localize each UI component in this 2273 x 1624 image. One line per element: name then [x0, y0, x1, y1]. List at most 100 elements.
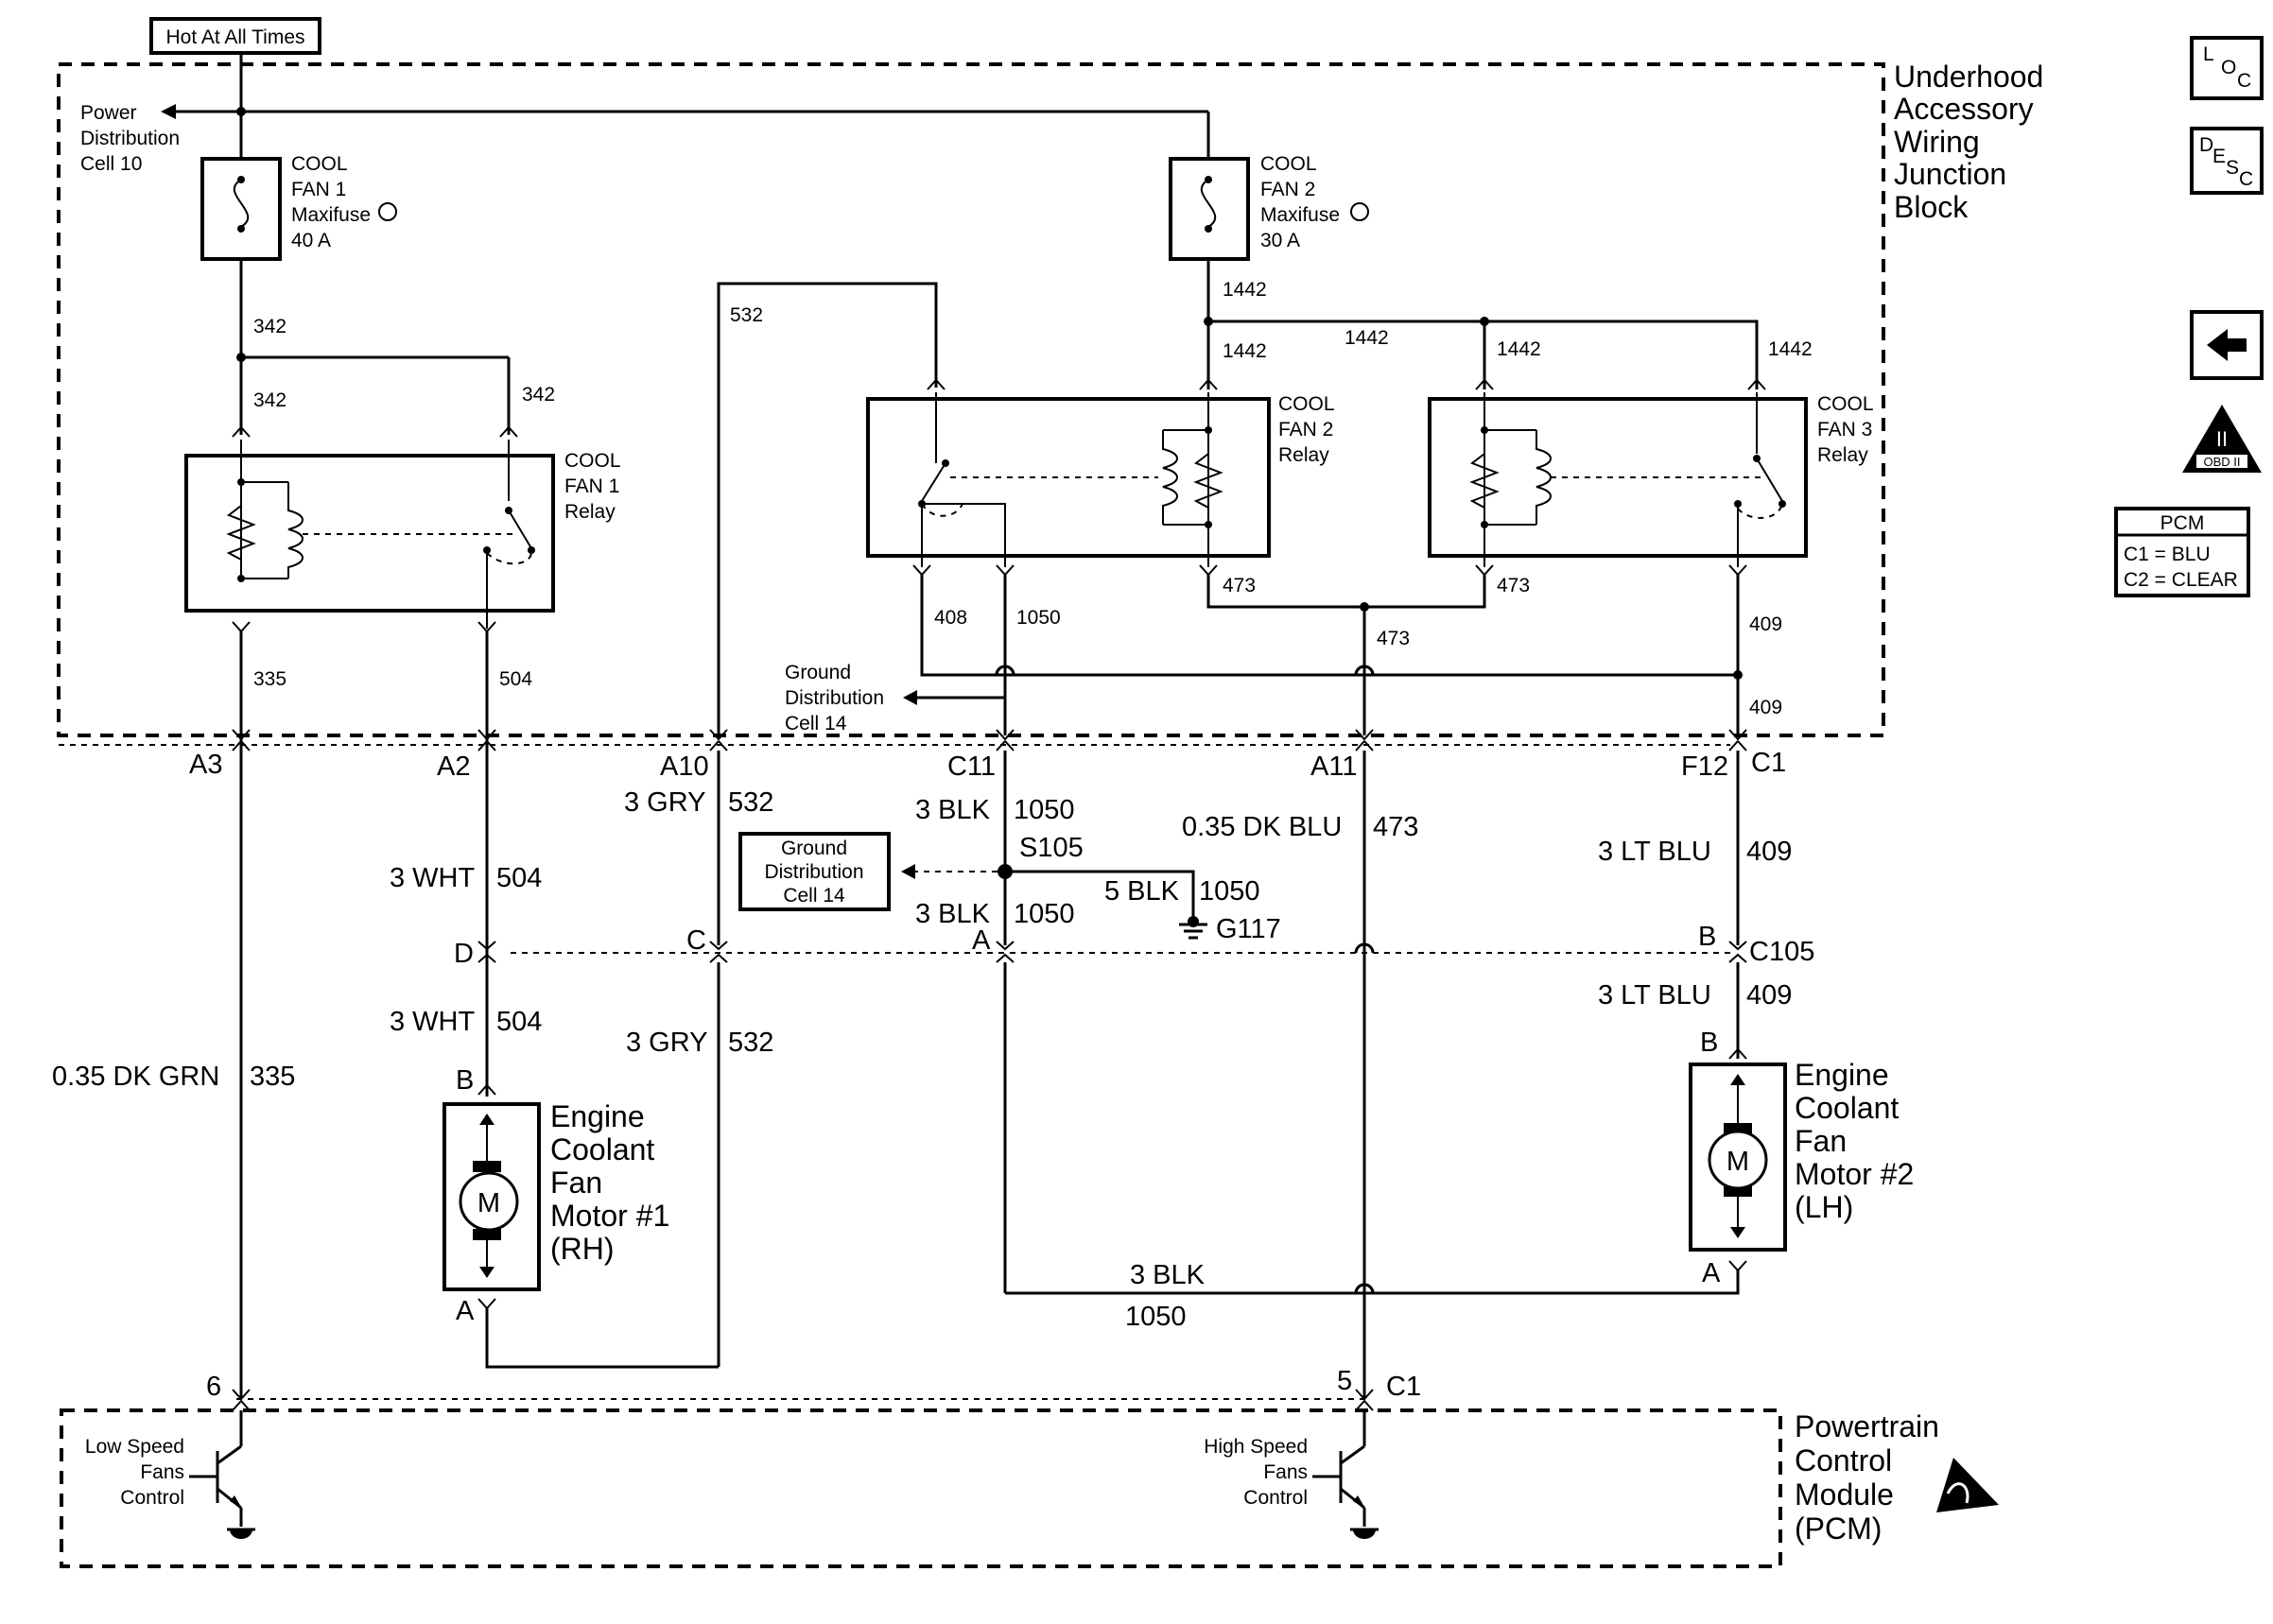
svg-text:II: II: [2216, 427, 2228, 451]
motor-1-icon: M: [459, 1114, 519, 1278]
svg-text:Ground: Ground: [781, 838, 847, 859]
motor-2-pin-b: B: [1700, 1028, 1718, 1058]
circuit-409: 409: [1749, 613, 1782, 635]
fan-1-relay-label: COOL FAN 1 Relay: [564, 450, 621, 523]
svg-text:Junction: Junction: [1894, 157, 2006, 191]
svg-text:PCM: PCM: [2160, 512, 2205, 534]
svg-text:Accessory: Accessory: [1894, 92, 2034, 126]
wire-color-1050: 3 BLK: [915, 795, 991, 825]
svg-text:C: C: [2237, 70, 2251, 92]
svg-text:M: M: [1726, 1147, 1749, 1177]
connector-a3: A3: [189, 750, 222, 780]
fuse-2-box: [1169, 157, 1250, 261]
motor-1-box: [442, 1102, 541, 1291]
high-speed-transistor-icon: [1312, 1410, 1379, 1539]
circuit-409: 409: [1749, 697, 1782, 718]
terminal-icon: [1728, 1047, 1747, 1060]
fuse-1-icon: [233, 179, 250, 228]
motor-1-pin-a: A: [456, 1296, 475, 1326]
svg-text:COOL: COOL: [564, 450, 621, 472]
svg-text:E: E: [2212, 146, 2226, 167]
fuse-2-icon: [1200, 179, 1217, 228]
esd-warning-icon: [1936, 1458, 1999, 1512]
wire-color-335: 0.35 DK GRN: [52, 1062, 219, 1092]
fuse-2-label: COOL FAN 2 Maxifuse 30 A: [1260, 153, 1340, 251]
svg-text:Wiring: Wiring: [1894, 125, 1980, 159]
svg-text:Engine: Engine: [550, 1099, 645, 1133]
svg-text:30 A: 30 A: [1260, 230, 1300, 251]
hot-at-all-times-label: Hot At All Times: [165, 26, 304, 48]
connector-icon: [232, 1389, 1374, 1411]
svg-text:40 A: 40 A: [291, 230, 331, 251]
svg-text:C1 = BLU: C1 = BLU: [2124, 544, 2211, 565]
svg-text:O: O: [2221, 57, 2236, 78]
svg-text:Fan: Fan: [1795, 1124, 1847, 1158]
circuit-1442: 1442: [1223, 340, 1267, 362]
wire-color-504: 3 WHT: [390, 1007, 476, 1037]
wire-number-1050: 1050: [1199, 876, 1260, 907]
wire-number-532: 532: [728, 1028, 773, 1058]
svg-text:Distribution: Distribution: [785, 687, 884, 709]
pcm-pin-6: 6: [206, 1372, 221, 1402]
wire-color-1050: 3 BLK: [1130, 1260, 1206, 1290]
connector-icon: [477, 941, 1747, 963]
high-speed-label: High Speed Fans Control: [1204, 1436, 1308, 1509]
connector-d: D: [454, 939, 474, 969]
pcm-pin-5: 5: [1337, 1366, 1352, 1396]
ground-label: G117: [1216, 914, 1281, 944]
svg-text:Relay: Relay: [1278, 444, 1329, 466]
circuit-473: 473: [1377, 628, 1410, 649]
wire-color-532: 3 GRY: [626, 1028, 708, 1058]
fan-2-relay-label: COOL FAN 2 Relay: [1278, 393, 1335, 466]
connector-f12: F12: [1681, 752, 1728, 782]
svg-text:Motor #2: Motor #2: [1795, 1157, 1914, 1191]
terminal-icon: [477, 1298, 496, 1310]
terminal-icon: [232, 425, 518, 438]
connector-a10: A10: [660, 752, 709, 782]
splice-label: S105: [1019, 833, 1084, 863]
hot-at-all-times-box: [149, 17, 321, 55]
circuit-473: 473: [1497, 575, 1530, 596]
connector-c11: C11: [947, 752, 996, 782]
svg-text:Engine: Engine: [1795, 1058, 1889, 1092]
wire-number-409: 409: [1746, 980, 1792, 1011]
svg-text:COOL: COOL: [1278, 393, 1335, 415]
svg-text:Motor #1: Motor #1: [550, 1199, 669, 1233]
description-icon[interactable]: D E S C: [2190, 127, 2264, 195]
terminal-icon: [1728, 1260, 1747, 1272]
connector-a2: A2: [437, 752, 470, 782]
svg-text:Relay: Relay: [564, 501, 616, 523]
wire-color-409: 3 LT BLU: [1598, 837, 1711, 867]
svg-text:Block: Block: [1894, 190, 1969, 224]
svg-text:FAN 2: FAN 2: [1260, 179, 1315, 200]
splice-dot: [236, 107, 246, 116]
circuit-342: 342: [253, 316, 286, 337]
terminal-icon: [232, 621, 496, 633]
terminal-icon: [927, 378, 1766, 390]
obd-ii-icon[interactable]: II OBD II: [2182, 405, 2262, 473]
power-arrow-icon: [161, 104, 176, 119]
svg-text:Distribution: Distribution: [80, 128, 180, 149]
svg-text:Cell 14: Cell 14: [783, 885, 845, 907]
terminal-icon: [912, 564, 1747, 577]
svg-text:Fan: Fan: [550, 1166, 602, 1200]
motor-1-pin-b: B: [456, 1065, 474, 1096]
motor-2-icon: M: [1708, 1074, 1768, 1238]
circuit-1442: 1442: [1768, 338, 1813, 360]
wire-number-532: 532: [728, 787, 773, 818]
circuit-1442: 1442: [1497, 338, 1541, 360]
back-arrow-icon[interactable]: [2190, 310, 2264, 380]
location-icon[interactable]: L O C: [2190, 36, 2264, 100]
circuit-1442: 1442: [1223, 279, 1267, 301]
svg-text:D: D: [2199, 134, 2213, 156]
wire-color-409: 3 LT BLU: [1598, 980, 1711, 1011]
svg-text:Coolant: Coolant: [550, 1132, 654, 1166]
motor-2-label: Engine Coolant Fan Motor #2 (LH): [1795, 1058, 1914, 1224]
svg-text:FAN 3: FAN 3: [1817, 419, 1872, 441]
svg-text:Maxifuse: Maxifuse: [1260, 204, 1340, 226]
wire-number-473: 473: [1373, 812, 1418, 842]
wire-color-473: 0.35 DK BLU: [1182, 812, 1342, 842]
ground-distribution-label-a: Ground Distribution Cell 14: [785, 662, 884, 734]
ground-arrow-icon: [901, 864, 915, 879]
svg-text:(PCM): (PCM): [1795, 1512, 1882, 1546]
